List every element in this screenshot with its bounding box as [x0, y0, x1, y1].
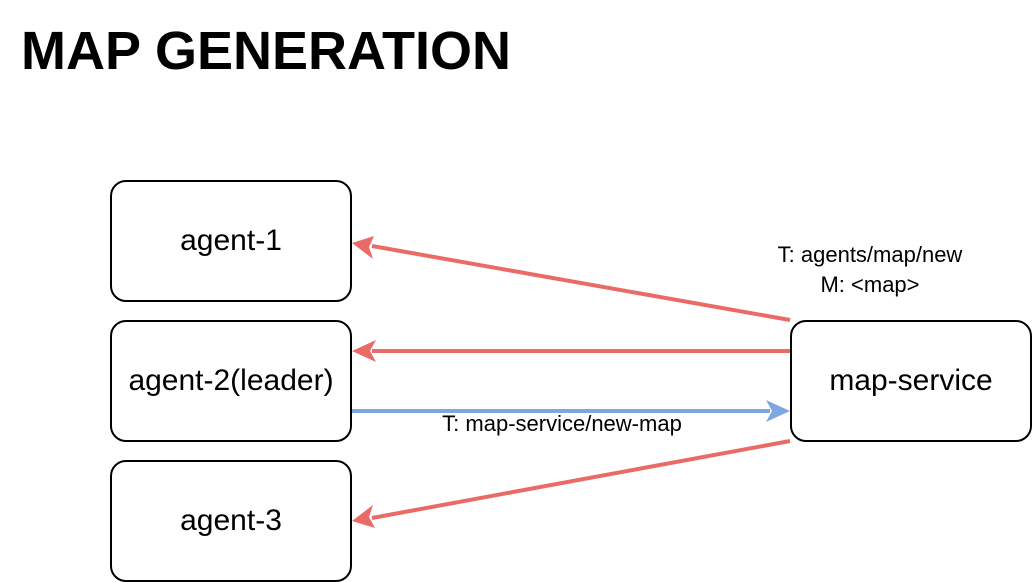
node-map-service: map-service	[790, 320, 1032, 442]
node-agent-2-leader: agent-2(leader)	[110, 320, 352, 442]
arrowhead-agent-1	[352, 236, 374, 259]
broadcast-topic-label: T: agents/map/new	[777, 242, 963, 267]
edge-map-service-to-agent-1	[371, 244, 791, 322]
arrowhead-agent-3	[352, 505, 375, 528]
node-agent-3: agent-3	[110, 460, 352, 582]
node-agent-2-label: agent-2(leader)	[128, 364, 334, 397]
node-agent-1-label: agent-1	[180, 224, 282, 257]
node-map-service-label: map-service	[829, 364, 993, 397]
diagram-title: MAP GENERATION	[21, 21, 512, 81]
request-edge-label: T: map-service/new-map	[412, 409, 712, 439]
edge-map-service-to-agent-3	[371, 439, 791, 520]
node-agent-3-label: agent-3	[180, 504, 282, 537]
request-topic-label: T: map-service/new-map	[442, 411, 682, 436]
arrowhead-agent-2	[352, 340, 376, 362]
broadcast-edge-label: T: agents/map/new M: <map>	[740, 240, 1000, 300]
broadcast-message-label: M: <map>	[820, 272, 920, 297]
node-agent-1: agent-1	[110, 180, 352, 302]
arrowhead-map-service	[766, 400, 790, 422]
